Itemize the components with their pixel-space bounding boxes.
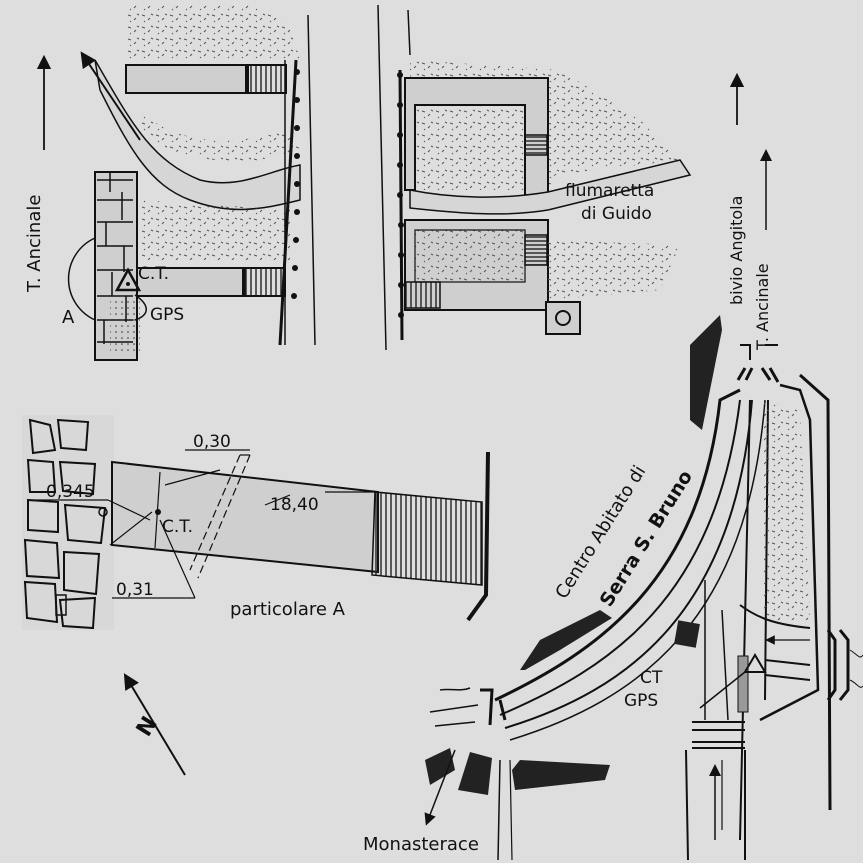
top-center-panel <box>377 4 692 351</box>
label-monasterace: Monasterace <box>363 834 479 855</box>
label-north: N <box>132 712 163 741</box>
label-fiumaretta: fiumaretta <box>565 181 654 201</box>
label-ct-top: C.T. <box>138 264 169 284</box>
upper-bridge <box>125 64 249 94</box>
masonry-wall <box>22 415 114 630</box>
label-di-guido: di Guido <box>581 204 652 224</box>
small-building <box>674 620 700 648</box>
upper-bridge-abutment <box>245 64 287 94</box>
label-ct-map: CT <box>640 668 663 688</box>
label-bivio-angitola: bivio Angitola <box>727 196 746 305</box>
north-arrow <box>123 673 186 776</box>
circle-marker <box>555 310 571 326</box>
label-t-ancinale-right: T. Ancinale <box>753 263 772 351</box>
label-centro-abitato: Centro Abitato di <box>551 462 650 603</box>
detail-a-panel <box>22 415 490 630</box>
vegetation-area <box>128 5 300 60</box>
lower-bridge <box>136 267 246 297</box>
building-strip-left <box>520 610 612 670</box>
detail-hatched-abutment <box>371 491 483 586</box>
top-left-panel <box>36 5 316 361</box>
label-gps-map: GPS <box>624 691 658 711</box>
label-gps-top: GPS <box>150 305 184 325</box>
upper-culvert-frame <box>404 77 549 196</box>
building-bottom-left <box>425 748 455 785</box>
main-road-outer <box>494 388 741 702</box>
label-t-ancinale-left: T. Ancinale <box>24 195 45 293</box>
arc-a <box>67 237 96 321</box>
label-dim-030: 0,30 <box>193 432 231 452</box>
label-particolare-a: particolare A <box>230 599 346 620</box>
ct-gps-triangle <box>743 653 767 673</box>
label-dim-031: 0,31 <box>116 580 154 600</box>
detail-deck <box>111 460 379 574</box>
label-dim-0345: 0,345 <box>46 482 95 502</box>
site-map <box>424 315 863 861</box>
label-a: A <box>62 307 75 328</box>
label-ct-detail: C.T. <box>162 517 193 537</box>
main-road-inner <box>499 399 741 716</box>
detail-ct-point <box>155 509 161 515</box>
fiumaretta-channel <box>409 159 692 215</box>
lower-bridge-abutment <box>242 267 286 297</box>
square-marker <box>545 301 581 335</box>
building-strip-top <box>690 315 722 430</box>
ct-triangle-marker <box>114 267 142 292</box>
label-dim-1840: 18,40 <box>270 495 319 515</box>
